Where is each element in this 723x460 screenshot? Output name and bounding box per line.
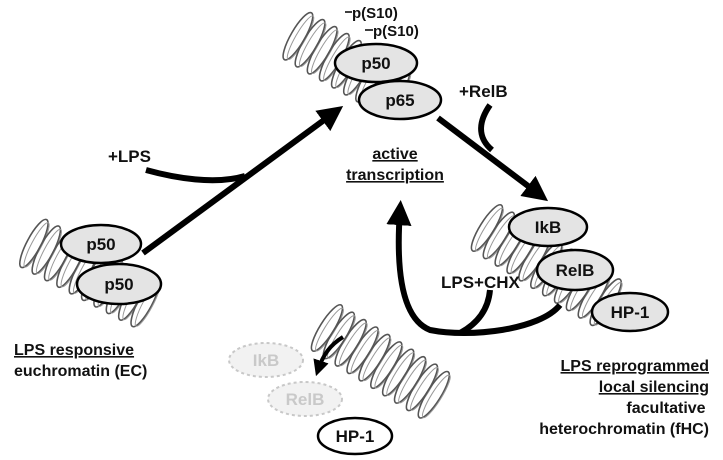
arrow-fhc-to-active <box>386 199 563 336</box>
phospho-label-2: p(S10) <box>373 23 419 40</box>
label-lps-chx: LPS+CHX <box>441 273 521 292</box>
arrow-ec-to-active <box>141 106 344 256</box>
arrow-relb-feed <box>478 103 495 153</box>
arrow-active-to-fhc <box>436 115 549 202</box>
svg-text:IkB: IkB <box>253 351 279 370</box>
protein-hp1-fhc: HP-1 <box>590 291 670 333</box>
caption-ec-2: euchromatin (EC) <box>14 363 147 380</box>
svg-text:p50: p50 <box>361 54 390 73</box>
svg-text:p50: p50 <box>104 275 133 294</box>
caption-fhc-1: LPS reprogrammed <box>561 358 709 375</box>
caption-ec-1: LPS responsive <box>14 342 134 359</box>
protein-p65-active: p65 <box>357 79 443 121</box>
protein-ikb-released: IkB <box>228 342 304 378</box>
caption-active-1: active <box>372 146 417 163</box>
label-lps: +LPS <box>108 147 151 166</box>
protein-hp1-released: HP-1 <box>316 416 394 456</box>
protein-ikb-fhc: IkB <box>507 206 589 248</box>
svg-text:IkB: IkB <box>535 218 561 237</box>
svg-text:HP-1: HP-1 <box>611 303 650 322</box>
protein-p50-ec-2: p50 <box>75 262 163 306</box>
caption-fhc-2: local silencing <box>599 379 709 396</box>
svg-text:RelB: RelB <box>286 390 325 409</box>
arrow-lps-feed <box>145 167 246 184</box>
arrow-lpschx-feed <box>458 289 493 336</box>
protein-relb-fhc: RelB <box>535 248 615 292</box>
svg-text:p65: p65 <box>385 91 414 110</box>
caption-active-2: transcription <box>346 167 444 184</box>
svg-text:p50: p50 <box>86 235 115 254</box>
arrow-release <box>313 335 345 377</box>
protein-p50-ec-1: p50 <box>59 223 143 265</box>
svg-text:HP-1: HP-1 <box>336 427 375 446</box>
protein-p50-active: p50 <box>333 42 419 84</box>
protein-relb-released: RelB <box>267 381 343 417</box>
caption-fhc-4: heterochromatin (fHC) <box>539 421 709 438</box>
phospho-label-1: p(S10) <box>352 5 398 22</box>
caption-fhc-3: facultative <box>626 400 705 417</box>
label-relb: +RelB <box>459 82 508 101</box>
svg-text:RelB: RelB <box>556 261 595 280</box>
dna-helix-released <box>310 303 451 419</box>
